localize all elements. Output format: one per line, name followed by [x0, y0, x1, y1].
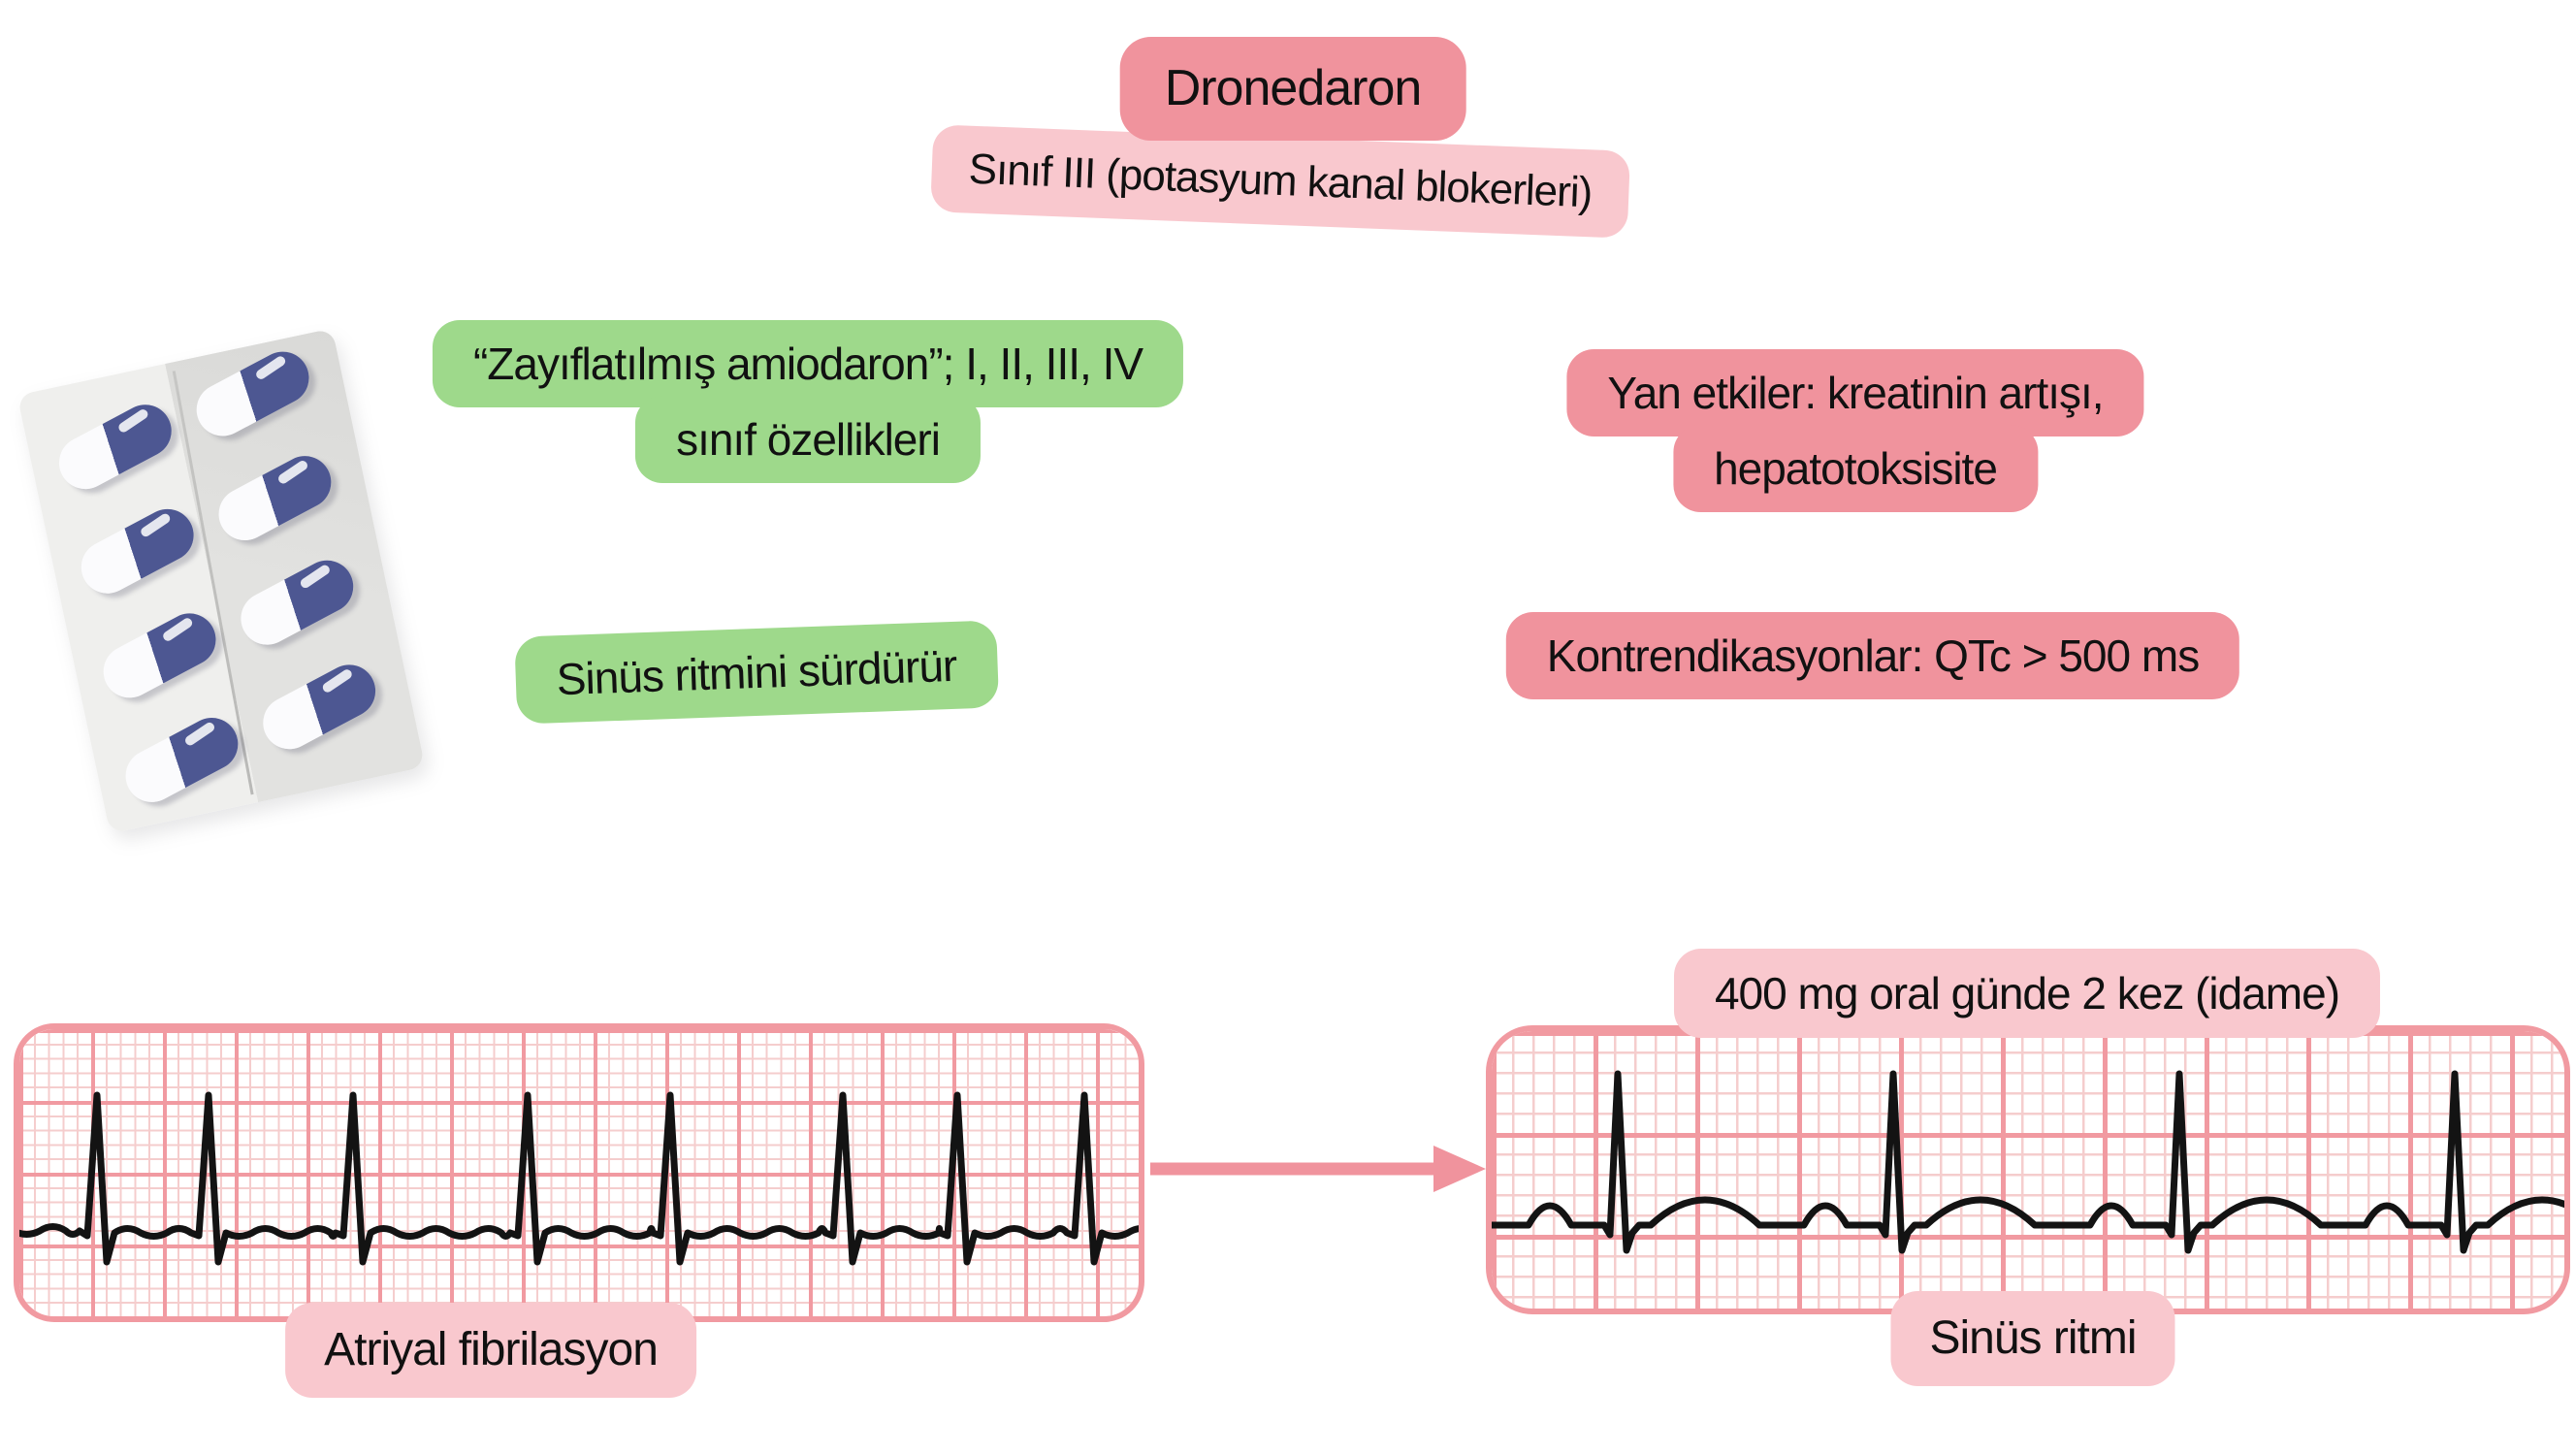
capsule-pill-2 — [72, 500, 204, 603]
arrow-head — [1433, 1146, 1486, 1192]
note-effect: Sinüs ritmini sürdürür — [514, 620, 999, 725]
drug-class-badge: Sınıf III (potasyum kanal blokerleri) — [930, 124, 1630, 239]
ecg-trace-sinus-svg — [1492, 1070, 2564, 1254]
drug-title-badge: Dronedaron — [1119, 37, 1466, 141]
note-side-effects-line1: Yan etkiler: kreatinin artışı, — [1566, 349, 2144, 436]
ecg-panel-atrial-fibrillation — [14, 1023, 1144, 1322]
af-waveform — [19, 1091, 1139, 1266]
note-contraindications: Kontrendikasyonlar: QTc > 500 ms — [1505, 612, 2240, 699]
note-effect-line1: Sinüs ritmini sürdürür — [514, 620, 999, 725]
ecg-trace-af-svg — [19, 1091, 1139, 1266]
note-mechanism: “Zayıflatılmış amiodaron”; I, II, III, I… — [432, 320, 1184, 483]
capsule-pill-4 — [116, 708, 247, 812]
sinus-waveform — [1492, 1070, 2564, 1254]
pill-blister-pack-illustration — [16, 328, 426, 834]
ecg-grid-right — [1492, 1031, 2564, 1309]
capsule-pill-3 — [94, 603, 226, 707]
ecg-label-atrial-fibrillation: Atriyal fibrilasyon — [285, 1303, 696, 1399]
ecg-label-sinus-rhythm: Sinüs ritmi — [1890, 1291, 2175, 1387]
capsule-pill-1 — [49, 395, 181, 499]
note-mechanism-line2: sınıf özellikleri — [635, 396, 981, 483]
note-side-effects: Yan etkiler: kreatinin artışı, hepatotok… — [1566, 349, 2144, 512]
note-side-effects-line2: hepatotoksisite — [1673, 425, 2038, 512]
note-contraindications-line1: Kontrendikasyonlar: QTc > 500 ms — [1505, 612, 2240, 699]
dose-badge: 400 mg oral günde 2 kez (idame) — [1673, 949, 2381, 1039]
note-mechanism-line1: “Zayıflatılmış amiodaron”; I, II, III, I… — [432, 320, 1184, 407]
ecg-panel-sinus-rhythm — [1486, 1025, 2570, 1314]
transition-arrow — [1150, 1146, 1486, 1192]
